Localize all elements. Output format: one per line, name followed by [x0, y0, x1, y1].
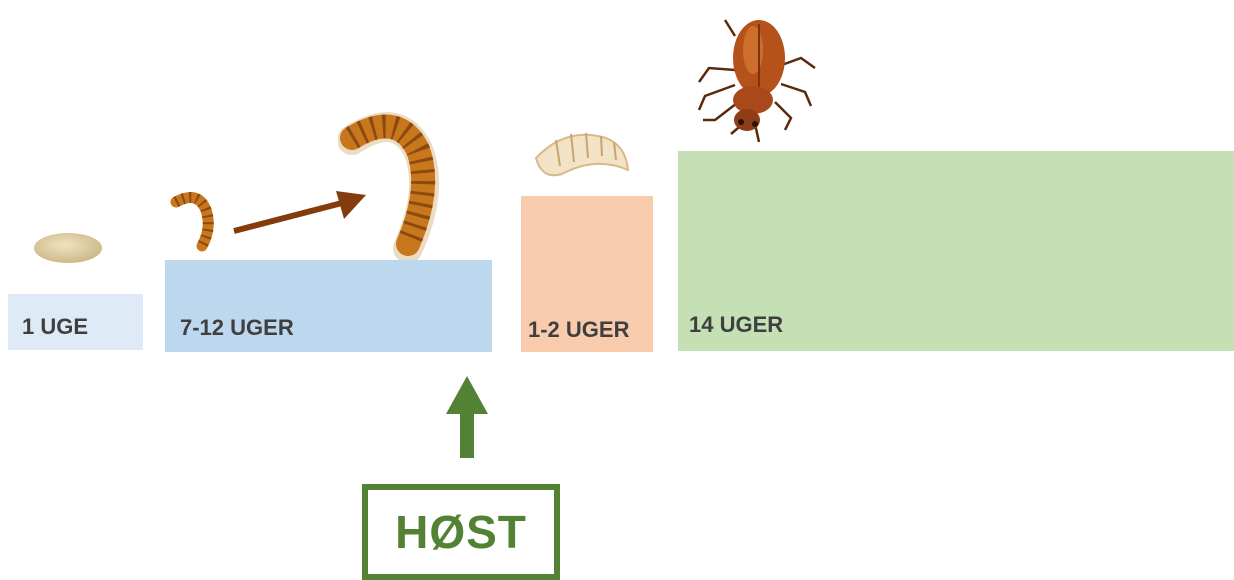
beetle-icon: [695, 10, 820, 150]
egg-icon: [30, 225, 106, 271]
harvest-label: HØST: [368, 490, 554, 574]
pupa-icon: [526, 118, 636, 184]
stage-label-pupa: 1-2 UGER: [528, 317, 629, 343]
stage-egg: 1 UGE: [8, 294, 143, 350]
stage-label-egg: 1 UGE: [22, 314, 88, 340]
small-larva-icon: [168, 190, 218, 252]
stage-pupa: 1-2 UGER: [521, 196, 653, 352]
stage-label-beetle: 14 UGER: [689, 312, 783, 338]
stage-beetle: 14 UGER: [678, 151, 1234, 351]
larva-icon: [338, 110, 448, 260]
up-arrow-icon: [446, 376, 488, 458]
stage-label-larva: 7-12 UGER: [180, 315, 294, 341]
harvest-box: HØST: [362, 484, 560, 580]
stage-larva: 7-12 UGER: [165, 260, 492, 352]
